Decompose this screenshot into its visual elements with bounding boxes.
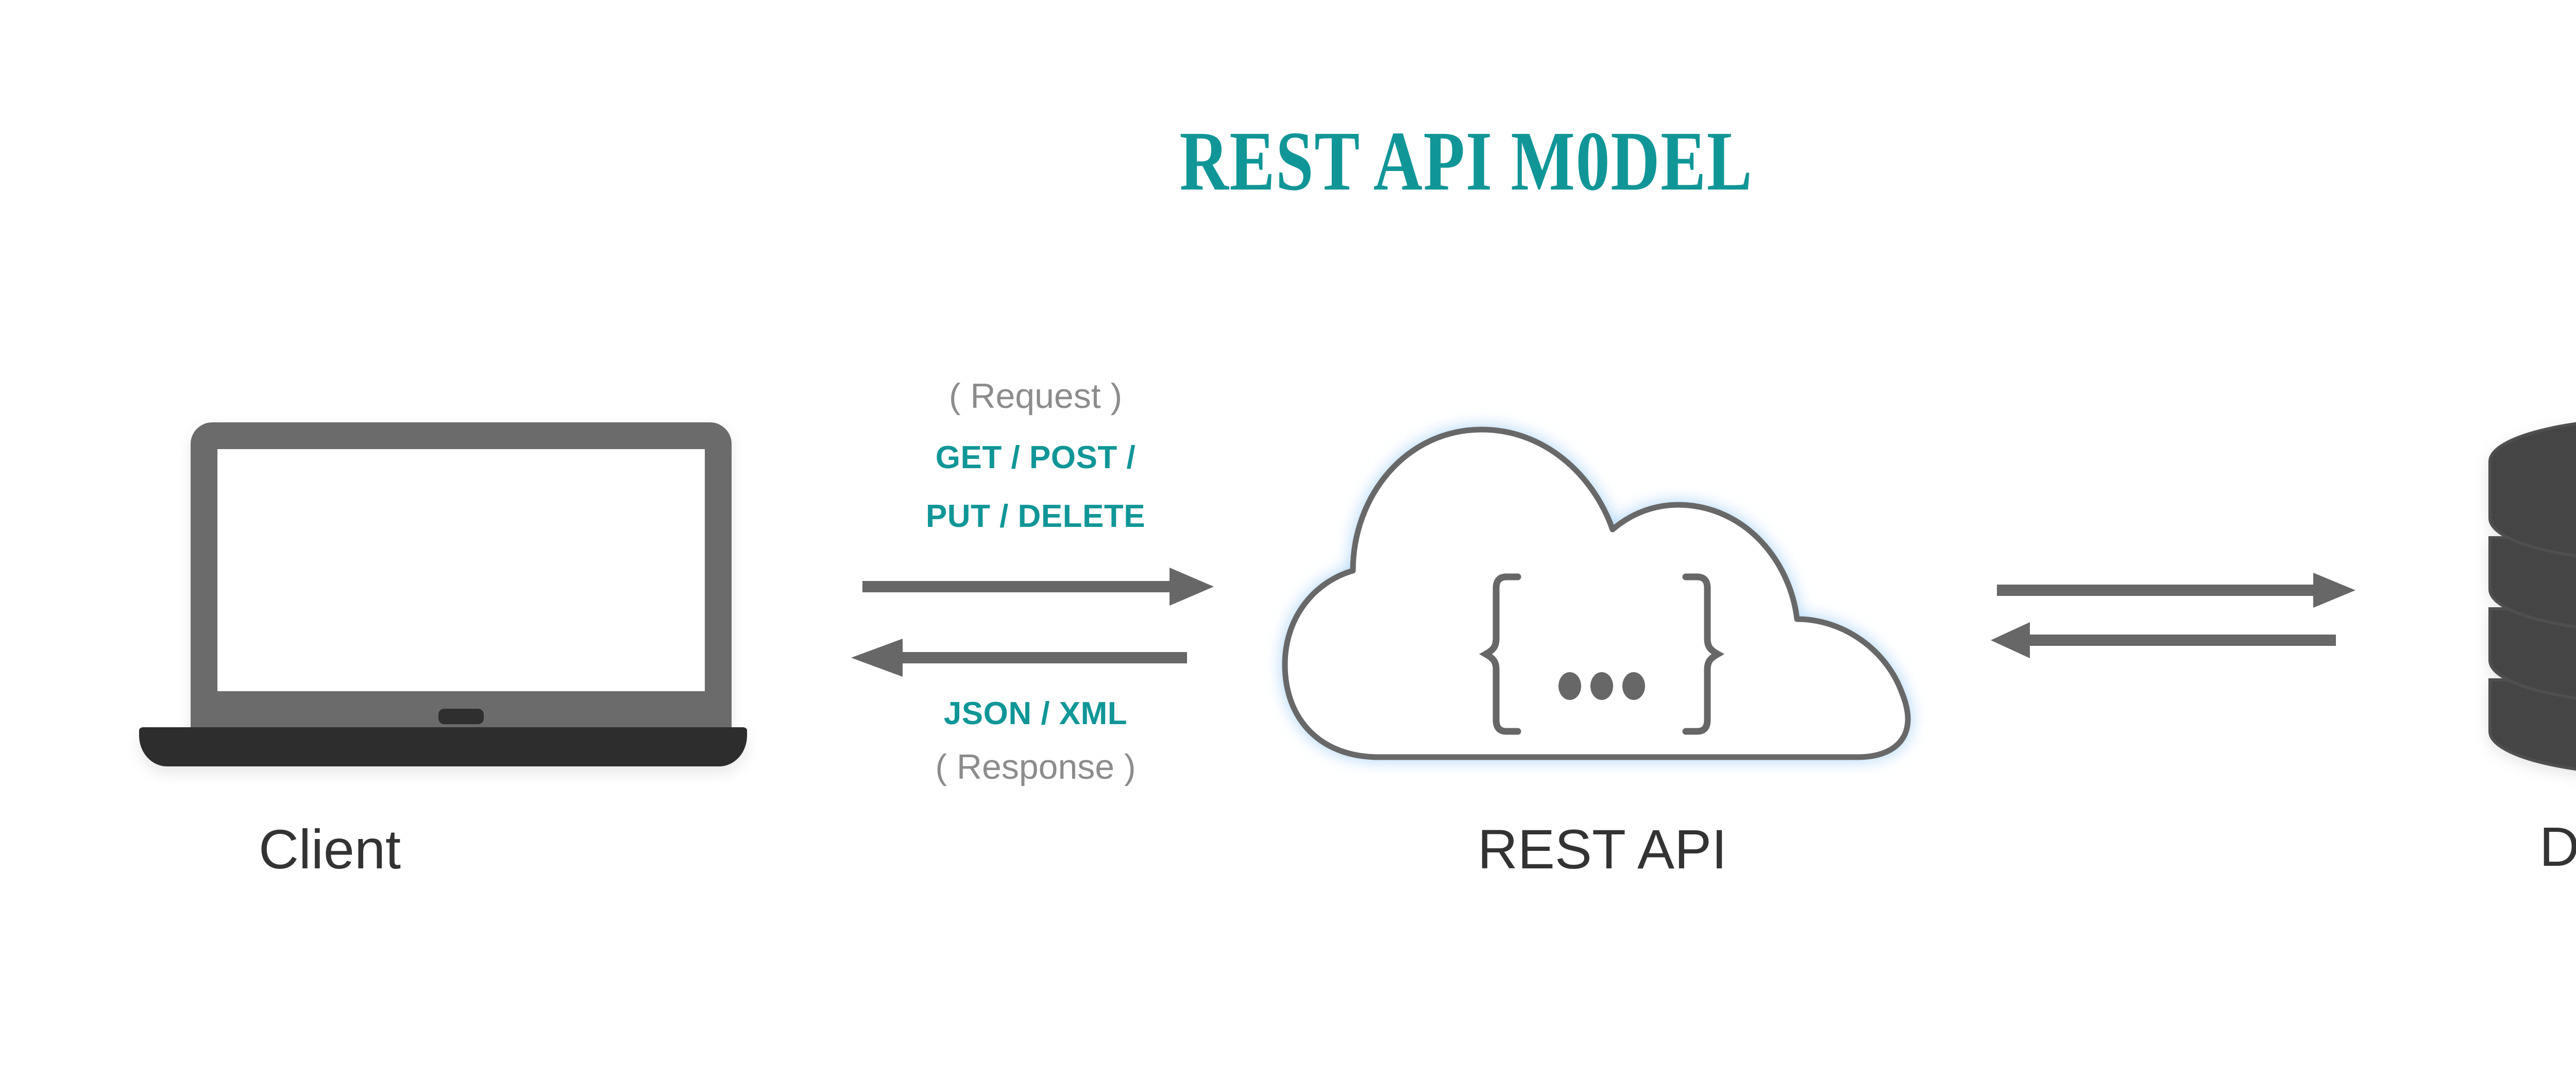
cloud-icon bbox=[1252, 397, 1953, 788]
response-format-label: JSON / XML bbox=[943, 696, 1128, 731]
right-brace-icon bbox=[1682, 573, 1725, 735]
request-label: ( Request ) bbox=[948, 377, 1123, 416]
client-caption: Client bbox=[258, 818, 401, 880]
http-methods-line-1: GET / POST / bbox=[935, 440, 1136, 475]
laptop-lid bbox=[191, 422, 732, 742]
page-title: REST API M0DEL bbox=[1179, 114, 1753, 208]
database-disc-1 bbox=[2488, 422, 2576, 558]
laptop-base bbox=[139, 727, 747, 766]
database-to-api-arrow-icon bbox=[1991, 622, 2336, 658]
database-disc-2 bbox=[2488, 536, 2576, 629]
left-brace-icon bbox=[1479, 573, 1521, 735]
laptop-notch-icon bbox=[438, 709, 484, 724]
database-discs bbox=[2488, 422, 2576, 771]
cloud-outline bbox=[1282, 426, 1911, 760]
response-label: ( Response ) bbox=[935, 747, 1136, 786]
api-to-database-arrow-icon bbox=[1997, 573, 2355, 608]
database-disc-3 bbox=[2488, 607, 2576, 700]
database-disc-4 bbox=[2488, 678, 2576, 771]
laptop-screen bbox=[217, 449, 705, 691]
rest-api-caption: REST API bbox=[1477, 818, 1727, 880]
response-arrow-icon bbox=[851, 639, 1187, 677]
ellipsis-dots-icon bbox=[1558, 672, 1645, 700]
request-arrow-icon bbox=[862, 568, 1214, 606]
database-caption: Database bbox=[2539, 815, 2576, 878]
http-methods-line-2: PUT / DELETE bbox=[925, 499, 1146, 534]
client-api-arrows bbox=[840, 561, 1231, 680]
laptop-icon bbox=[139, 412, 747, 773]
api-database-arrows bbox=[1984, 556, 2396, 675]
database-cylinder-icon bbox=[2476, 397, 2576, 778]
